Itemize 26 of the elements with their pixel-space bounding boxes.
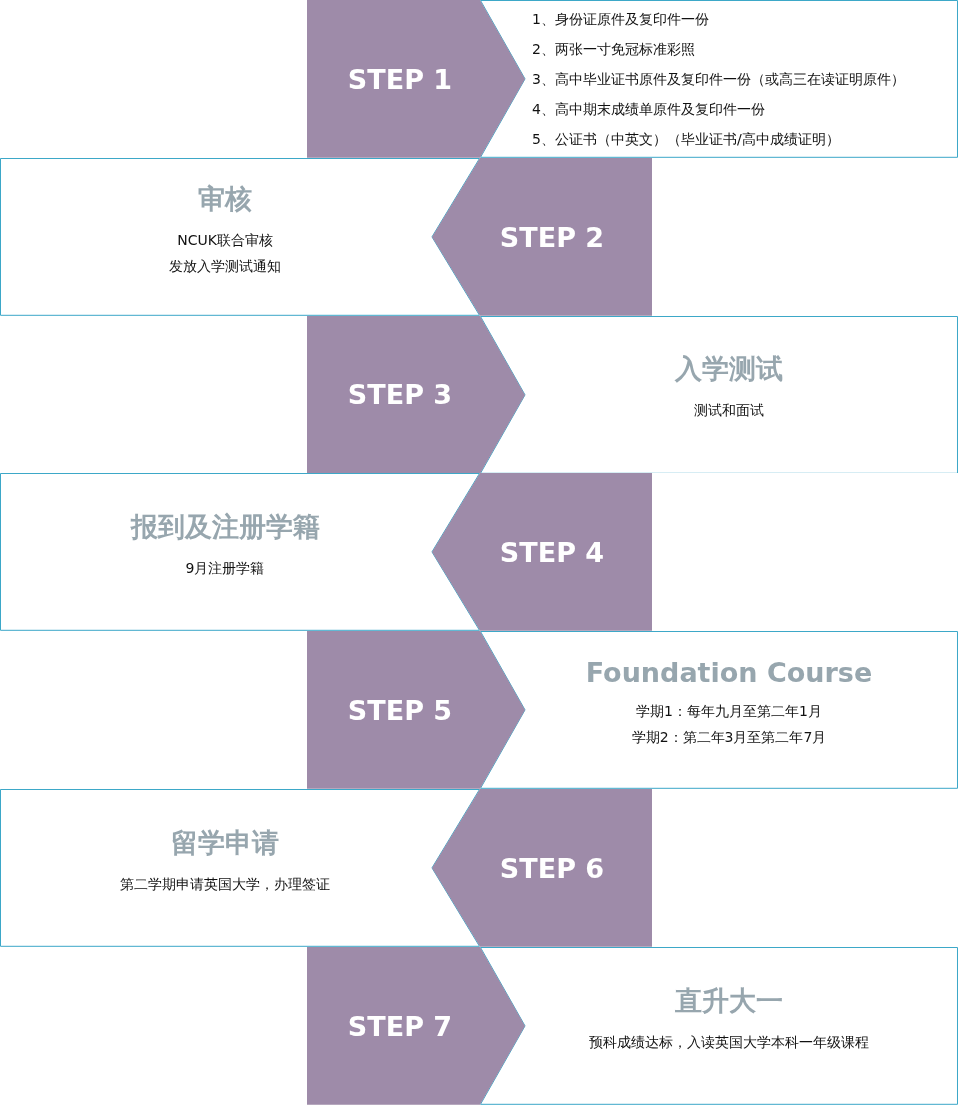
- list-item: 2、两张一寸免冠标准彩照: [532, 39, 695, 59]
- list-item: 4、高中期末成绩单原件及复印件一份: [532, 99, 765, 119]
- step-description: 学期2：第二年3月至第二年7月: [631, 727, 827, 747]
- list-item: 5、公证书（中英文）（毕业证书/高中成绩证明）: [532, 129, 840, 149]
- step-description: NCUK联合审核: [177, 230, 273, 250]
- list-item: 3、高中毕业证书原件及复印件一份（或高三在读证明原件）: [532, 69, 905, 89]
- step-title: 直升大一: [675, 983, 783, 1018]
- step-label: STEP 2: [499, 221, 605, 253]
- step-title: 留学申请: [171, 825, 279, 860]
- list-item: 1、身份证原件及复印件一份: [532, 9, 709, 29]
- step-description: 学期1：每年九月至第二年1月: [636, 701, 822, 721]
- step-label: STEP 7: [347, 1010, 453, 1042]
- step-description: 发放入学测试通知: [169, 256, 281, 276]
- step-description: 预科成绩达标，入读英国大学本科一年级课程: [589, 1032, 869, 1052]
- step-label: STEP 5: [347, 694, 453, 726]
- step-label: STEP 4: [499, 536, 605, 568]
- step-label: STEP 1: [347, 63, 453, 95]
- step-description: 第二学期申请英国大学，办理签证: [120, 874, 330, 894]
- step-title: 入学测试: [675, 352, 783, 387]
- step-label: STEP 6: [499, 852, 605, 884]
- step-title: 报到及注册学籍: [130, 510, 320, 545]
- step-label: STEP 3: [347, 379, 453, 410]
- step-description: 9月注册学籍: [185, 559, 265, 579]
- step-description: 测试和面试: [694, 401, 764, 421]
- step-title: Foundation Course: [585, 656, 873, 688]
- step-title: 审核: [198, 181, 252, 216]
